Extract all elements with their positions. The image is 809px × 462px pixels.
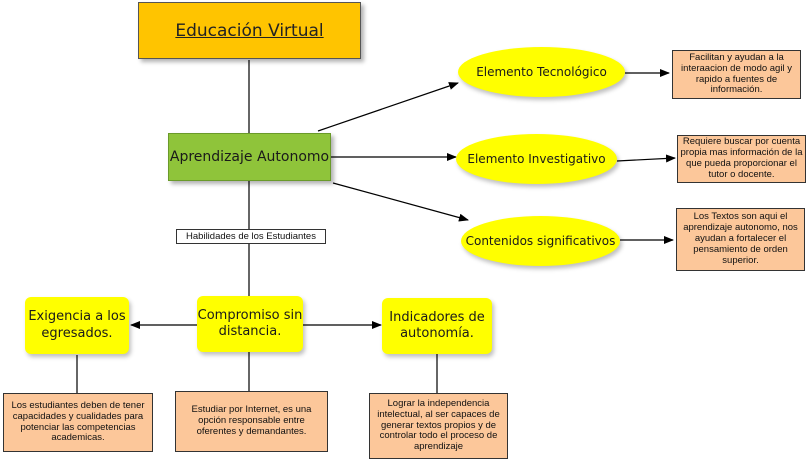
note-exigencia: Los estudiantes deben de tener capacidad…	[3, 393, 153, 452]
arrow-to-tecnologico	[317, 82, 459, 132]
element-contenidos: Contenidos significativos	[461, 216, 620, 266]
skill-compromiso: Compromiso sin distancia.	[197, 296, 303, 352]
central-box: Aprendizaje Autonomo	[168, 133, 331, 181]
arrow-to-contenidos	[332, 182, 469, 222]
note-indicadores: Lograr la independencia intelectual, al …	[369, 393, 508, 459]
note-tecnologico: Facilitan y ayudan a la interaacion de m…	[672, 50, 801, 99]
habilidades-label: Habilidades de los Estudiantes	[176, 229, 326, 244]
element-tecnologico: Elemento Tecnológico	[458, 47, 625, 97]
title-text: Educación Virtual	[175, 20, 324, 41]
arrow-to-note-investigativo	[616, 154, 676, 163]
skill-exigencia: Exigencia a los egresados.	[25, 297, 129, 354]
note-contenidos: Los Textos son aqui el aprendizaje auton…	[676, 208, 805, 271]
note-investigativo: Requiere buscar por cuenta propia mas in…	[677, 135, 806, 183]
element-investigativo: Elemento Investigativo	[456, 134, 617, 184]
title-box: Educación Virtual	[138, 2, 361, 59]
skill-indicadores: Indicadores de autonomía.	[382, 298, 492, 354]
note-compromiso: Estudiar por Internet, es una opción res…	[175, 391, 328, 452]
